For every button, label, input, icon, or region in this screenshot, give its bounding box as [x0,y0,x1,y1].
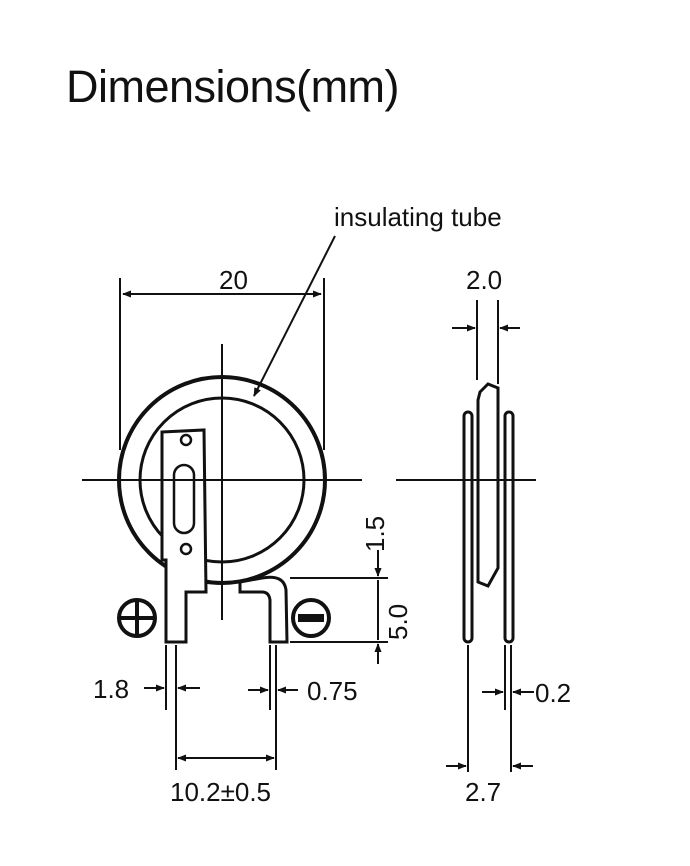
side-cell-body [476,382,500,588]
insulating-tube-leader [253,235,336,397]
plus-terminal-icon [117,598,157,638]
positive-tab-slot [172,463,196,535]
negative-tab [238,575,289,644]
side-view [396,300,536,772]
label-pin-thickness: 0.75 [307,676,358,706]
minus-terminal-icon [291,598,331,638]
side-left-plate [462,410,474,644]
label-insulating-tube: insulating tube [334,202,502,232]
front-view [82,235,388,770]
side-right-plate [503,410,515,644]
positive-tab-hole-top [179,433,193,447]
positive-tab-hole-bottom [179,542,193,556]
positive-tab [160,428,208,644]
page-title: Dimensions(mm) [66,61,400,112]
label-pin-pitch: 10.2±0.5 [170,777,271,807]
label-thickness-top: 2.0 [466,265,502,295]
label-pin-width: 1.8 [93,674,129,704]
label-pin-length: 5.0 [383,604,413,640]
label-overall-thickness: 2.7 [465,777,501,807]
label-pin-offset: 1.5 [360,516,390,552]
label-diameter: 20 [219,265,248,295]
label-plate-thickness: 0.2 [535,678,571,708]
